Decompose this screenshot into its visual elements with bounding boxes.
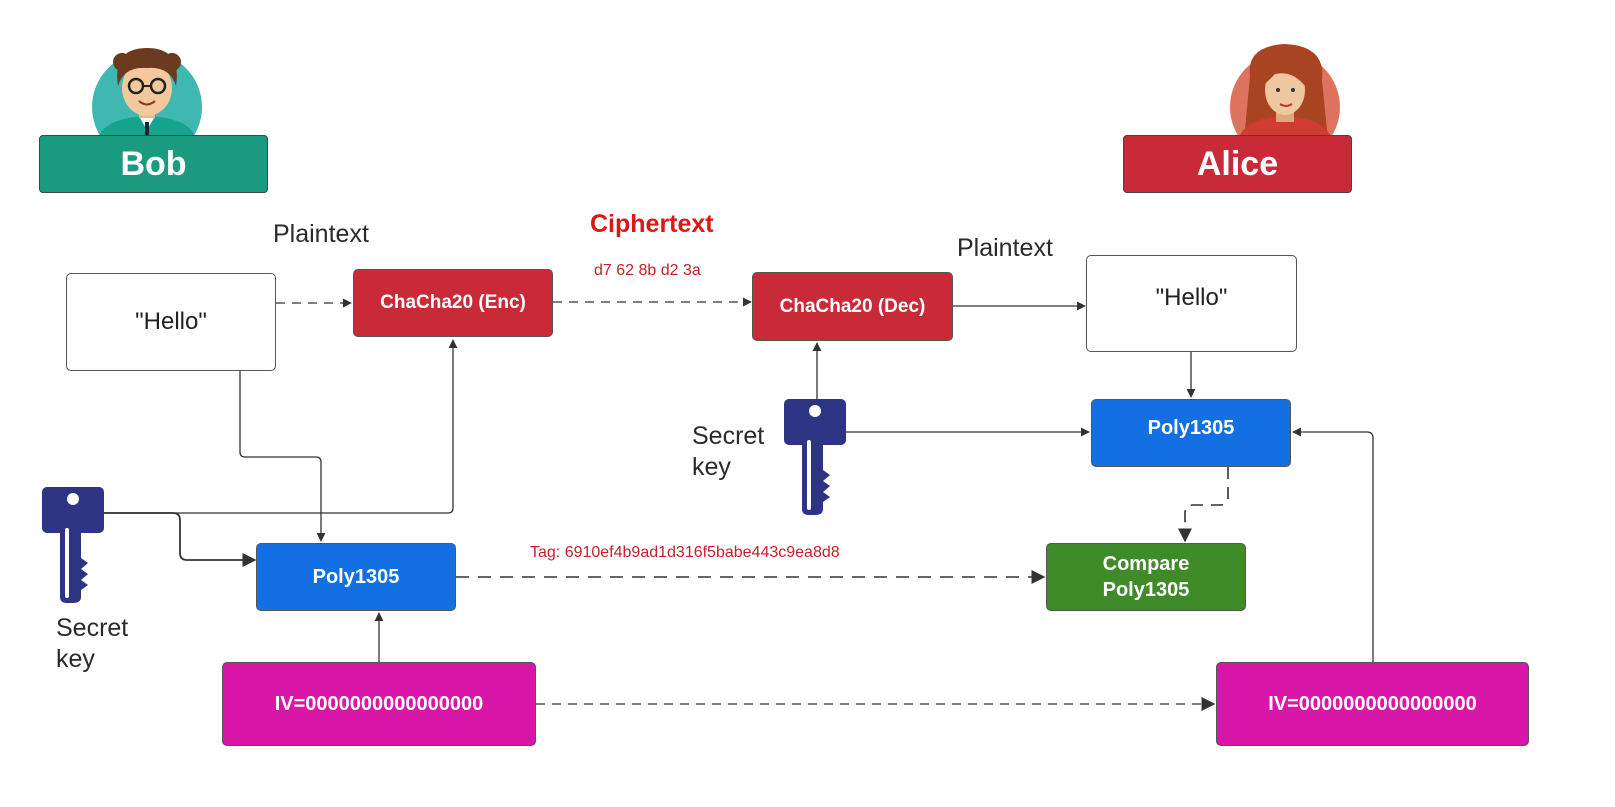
- right-plaintext-label: Plaintext: [957, 234, 1053, 262]
- edge-poly-right-to-compare: [1178, 467, 1229, 543]
- edge-key-to-enc: [104, 339, 458, 514]
- left-secret-key-line2: key: [56, 645, 95, 673]
- right-secret-key-line2: key: [692, 453, 731, 481]
- bob-banner: Bob: [39, 135, 268, 193]
- right-secret-key-line1: Secret: [692, 422, 765, 450]
- ciphertext-label: Ciphertext: [590, 210, 714, 238]
- alice-secret-key-icon: [784, 399, 846, 515]
- edge-iv-to-poly-right: [1292, 427, 1374, 662]
- bob-secret-key-icon: [42, 487, 104, 603]
- left-plaintext-box: "Hello": [66, 273, 276, 371]
- alice-avatar: [1230, 44, 1340, 140]
- ciphertext-value: d7 62 8b d2 3a: [594, 262, 701, 279]
- left-secret-key-label: Secret key: [56, 613, 176, 675]
- compare-line2: Poly1305: [1102, 579, 1190, 601]
- left-secret-key-line1: Secret: [56, 614, 129, 642]
- compare-line1: Compare: [1102, 553, 1190, 575]
- left-poly1305-box: Poly1305: [256, 543, 456, 611]
- right-poly1305-box: Poly1305: [1091, 399, 1291, 467]
- chacha20-dec-box: ChaCha20 (Dec): [752, 272, 953, 341]
- tag-label: Tag: 6910ef4b9ad1d316f5babe443c9ea8d8: [530, 544, 840, 561]
- compare-poly1305-box: Compare Poly1305: [1046, 543, 1246, 611]
- chacha20-enc-box: ChaCha20 (Enc): [353, 269, 553, 337]
- left-plaintext-label: Plaintext: [273, 220, 369, 248]
- bob-avatar: [92, 48, 202, 140]
- alice-banner: Alice: [1123, 135, 1352, 193]
- right-iv-box: IV=0000000000000000: [1216, 662, 1529, 746]
- right-plaintext-box: "Hello": [1086, 255, 1297, 352]
- right-secret-key-label: Secret key: [692, 421, 812, 483]
- edge-hello-to-poly-left: [239, 371, 326, 542]
- left-iv-box: IV=0000000000000000: [222, 662, 536, 746]
- edge-key-to-poly-left: [104, 512, 257, 567]
